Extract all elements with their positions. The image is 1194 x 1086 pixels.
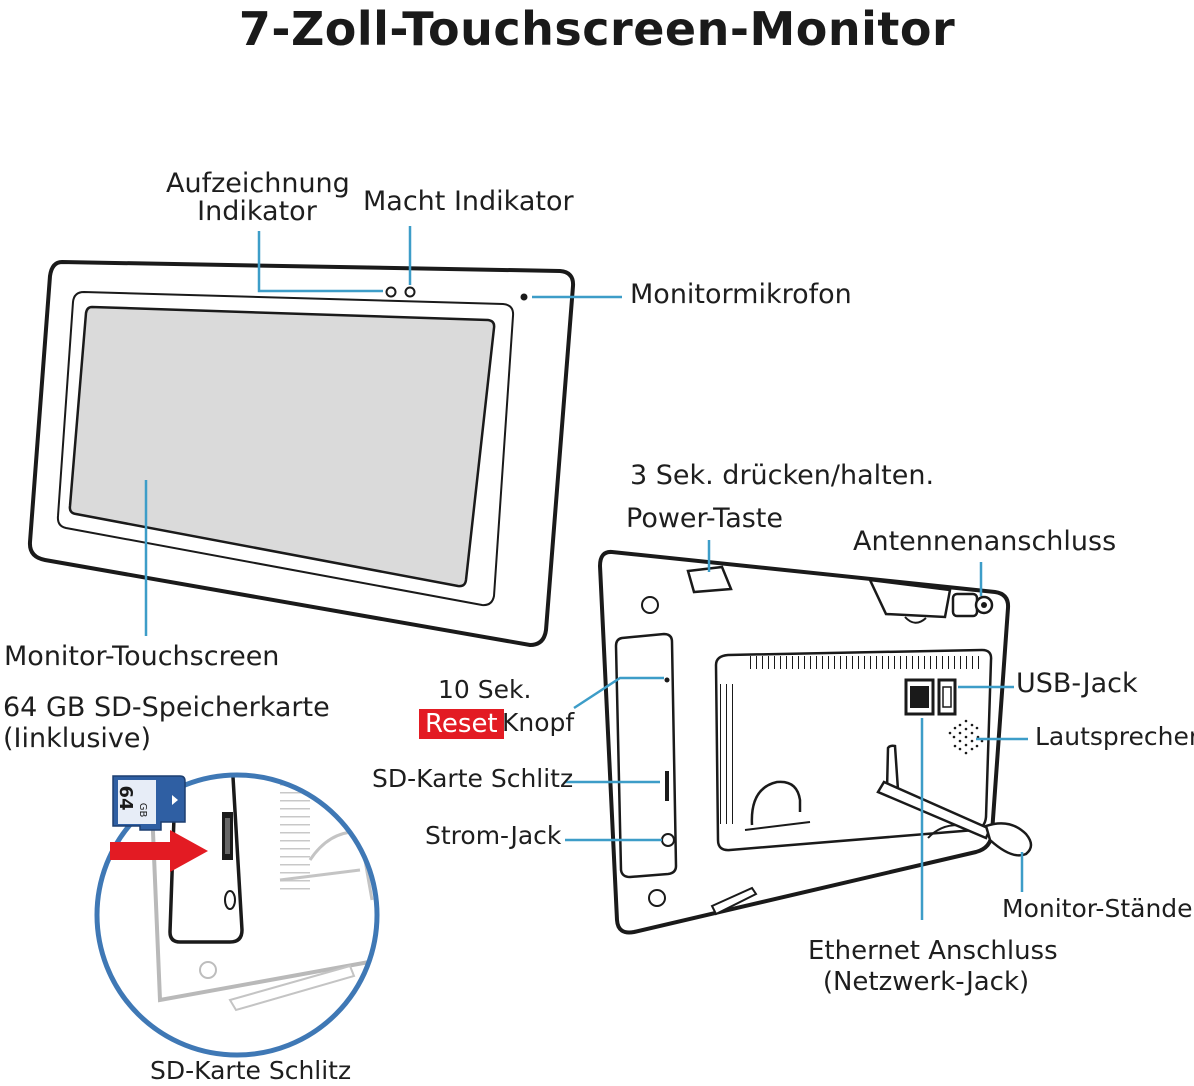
monitor-stand xyxy=(876,780,992,840)
antenna-label: Antennenanschluss xyxy=(853,526,1117,557)
power-button-label: Power-Taste xyxy=(626,503,784,534)
ethernet-label-line2: (Netzwerk-Jack) xyxy=(822,967,1030,998)
screw-bottom xyxy=(648,889,666,907)
screw-top xyxy=(641,596,659,614)
power-jack-hole xyxy=(661,833,675,847)
usb-label: USB-Jack xyxy=(1016,668,1138,699)
sd-card-label-line2: (Iinklusive) xyxy=(3,723,152,755)
side-vent xyxy=(720,684,738,824)
power-indicator-label: Macht Indikator xyxy=(363,186,574,217)
recording-indicator-line2: Indikator xyxy=(197,196,317,228)
stand-label: Monitor-Ständer xyxy=(1002,894,1194,923)
reset-seconds-label: 10 Sek. xyxy=(438,675,532,704)
speaker-grille xyxy=(948,719,984,755)
antenna-housing xyxy=(867,578,952,619)
front-monitor xyxy=(27,259,576,648)
reset-badge: Reset xyxy=(419,709,504,739)
sd-card-label: 64 GB SD-Speicherkarte (Iinklusive) xyxy=(3,692,330,755)
reset-line xyxy=(573,676,664,710)
zoom-circle xyxy=(94,772,380,1058)
sd-card-label-line1: 64 GB SD-Speicherkarte xyxy=(3,692,330,723)
speaker-label: Lautsprecher xyxy=(1035,722,1194,751)
recording-indicator-label: Aufzeichnung Indikator xyxy=(166,168,350,228)
power-indicator-led xyxy=(404,286,416,298)
front-bezel-inner xyxy=(56,290,515,607)
recording-indicator-line xyxy=(257,231,383,293)
antenna-connector xyxy=(951,592,979,618)
ethernet-label: Ethernet Anschluss (Netzwerk-Jack) xyxy=(808,936,1058,998)
ethernet-label-line1: Ethernet Anschluss xyxy=(808,936,1058,966)
power-jack-label: Strom-Jack xyxy=(425,821,562,850)
callout-lines xyxy=(144,226,1028,920)
sd-slot-zoom: 64 GB xyxy=(94,772,380,1058)
reset-pinhole xyxy=(664,677,670,683)
sd-card-unit: GB xyxy=(137,803,148,818)
stand-recess xyxy=(750,780,802,826)
page-title: 7-Zoll-Touchscreen-Monitor xyxy=(238,2,956,56)
touchscreen-glass xyxy=(68,305,496,588)
sd-card-capacity: 64 xyxy=(115,785,136,810)
recording-indicator-line1: Aufzeichnung xyxy=(166,168,350,199)
reset-button-label: Knopf xyxy=(502,708,575,737)
sd-slot-zoom-label: SD-Karte Schlitz xyxy=(150,1056,352,1085)
side-strip xyxy=(614,632,678,879)
sd-slot-label: SD-Karte Schlitz xyxy=(372,764,574,793)
insert-arrow-icon xyxy=(110,830,208,872)
monitor-mic-label: Monitormikrofon xyxy=(630,279,852,310)
hold-hint-label: 3 Sek. drücken/halten. xyxy=(630,460,935,491)
power-button-shape xyxy=(686,565,733,594)
monitor-mic-hole xyxy=(520,293,528,301)
recording-indicator-led xyxy=(385,286,397,298)
top-vent xyxy=(745,656,983,669)
stand-pivot xyxy=(885,744,900,792)
bottom-grip xyxy=(710,886,758,916)
back-monitor xyxy=(597,549,1033,935)
touchscreen-label: Monitor-Touchscreen xyxy=(4,641,280,672)
sd-slot-back xyxy=(665,771,669,801)
